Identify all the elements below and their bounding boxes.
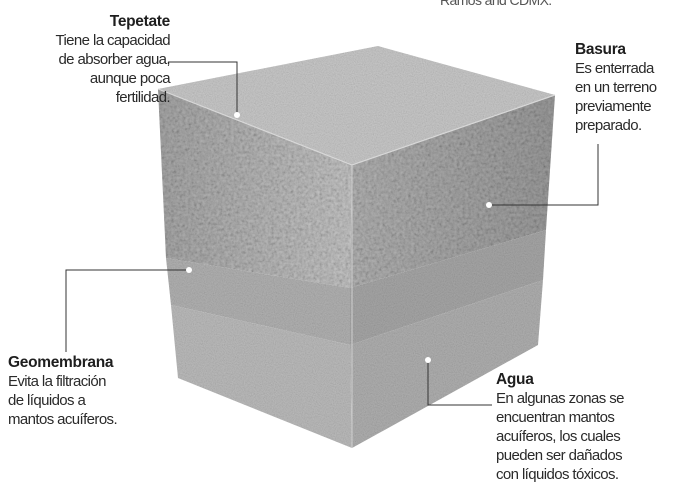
label-agua-title: Agua (496, 370, 676, 389)
label-basura-desc: Es enterrada en un terreno previamente p… (575, 59, 679, 135)
label-basura: Basura Es enterrada en un terreno previa… (575, 40, 679, 135)
label-tepetate-desc: Tiene la capacidad de absorber agua, aun… (10, 31, 170, 107)
label-tepetate-title: Tepetate (10, 12, 170, 31)
label-geomembrana: Geomembrana Evita la filtración de líqui… (8, 353, 158, 429)
label-basura-title: Basura (575, 40, 679, 59)
top-partial-text: Ramos and CDMX. (440, 0, 552, 10)
label-tepetate: Tepetate Tiene la capacidad de absorber … (10, 12, 170, 107)
marker-geomembrana (186, 267, 192, 273)
label-agua: Agua En algunas zonas se encuentran mant… (496, 370, 676, 484)
label-geomembrana-title: Geomembrana (8, 353, 158, 372)
marker-agua (425, 357, 431, 363)
label-agua-desc: En algunas zonas se encuentran mantos ac… (496, 389, 676, 484)
label-geomembrana-desc: Evita la filtración de líquidos a mantos… (8, 372, 158, 429)
marker-basura (486, 202, 492, 208)
marker-tepetate (234, 112, 240, 118)
